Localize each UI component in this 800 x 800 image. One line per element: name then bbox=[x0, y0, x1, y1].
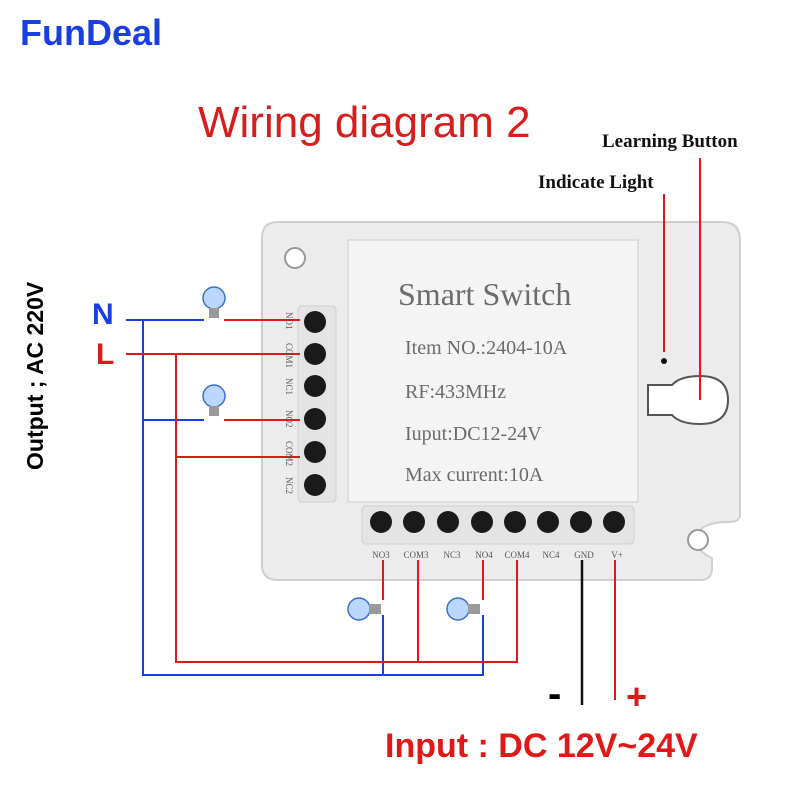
terminal-screw bbox=[304, 375, 326, 397]
input-label: Input : DC 12V~24V bbox=[385, 727, 698, 765]
terminal-label: NO4 bbox=[475, 550, 493, 560]
indicate-light-label: Indicate Light bbox=[538, 172, 654, 193]
side-terminals bbox=[297, 305, 337, 503]
terminal-label: COM1 bbox=[284, 343, 294, 369]
bulb-icon bbox=[202, 384, 226, 416]
terminal-screw bbox=[403, 511, 425, 533]
plus-label: + bbox=[626, 676, 648, 717]
learning-button-label: Learning Button bbox=[602, 131, 738, 152]
learning-button[interactable] bbox=[647, 374, 730, 426]
terminal-screw bbox=[304, 408, 326, 430]
terminal-screw bbox=[304, 311, 326, 333]
bottom-terminals bbox=[361, 505, 635, 545]
terminal-label: NC3 bbox=[443, 550, 461, 560]
mount-hole bbox=[687, 529, 709, 551]
diagram-title: Wiring diagram 2 bbox=[198, 98, 531, 147]
bulb-icon bbox=[347, 597, 381, 621]
terminal-screw bbox=[537, 511, 559, 533]
switch-module bbox=[261, 221, 741, 581]
terminal-label: NC2 bbox=[284, 477, 294, 495]
terminal-label: NC4 bbox=[542, 550, 560, 560]
terminal-label: NO3 bbox=[372, 550, 390, 560]
indicator-light bbox=[661, 358, 667, 364]
panel-rf: RF:433MHz bbox=[405, 381, 507, 403]
terminal-label: GND bbox=[574, 550, 594, 560]
mount-hole bbox=[284, 247, 306, 269]
terminal-screw bbox=[370, 511, 392, 533]
panel-input: Iuput:DC12-24V bbox=[405, 423, 542, 445]
terminal-screw bbox=[603, 511, 625, 533]
live-wires bbox=[126, 319, 616, 700]
terminal-label: NO1 bbox=[284, 312, 294, 330]
bulb-icon bbox=[446, 597, 480, 621]
terminal-label: V+ bbox=[611, 550, 623, 560]
panel-item-number: Item NO.:2404-10A bbox=[405, 337, 568, 359]
terminal-screw bbox=[570, 511, 592, 533]
terminal-label: COM3 bbox=[403, 550, 429, 560]
terminal-screw bbox=[437, 511, 459, 533]
terminal-screw bbox=[504, 511, 526, 533]
brand-logo: FunDeal bbox=[20, 12, 163, 53]
terminal-screw bbox=[304, 343, 326, 365]
panel-title: Smart Switch bbox=[398, 276, 572, 312]
panel-max-current: Max current:10A bbox=[405, 464, 544, 486]
terminal-label: COM4 bbox=[504, 550, 530, 560]
terminal-screw bbox=[304, 474, 326, 496]
terminal-screw bbox=[471, 511, 493, 533]
bulb-icon bbox=[202, 286, 226, 318]
minus-label: - bbox=[548, 672, 562, 716]
terminal-label: COM2 bbox=[284, 441, 294, 467]
terminal-label: NC1 bbox=[284, 378, 294, 396]
neutral-wires bbox=[126, 319, 484, 676]
terminal-label: NO2 bbox=[284, 410, 294, 428]
terminal-screw bbox=[304, 441, 326, 463]
live-label: L bbox=[96, 338, 115, 371]
neutral-label: N bbox=[92, 298, 114, 331]
